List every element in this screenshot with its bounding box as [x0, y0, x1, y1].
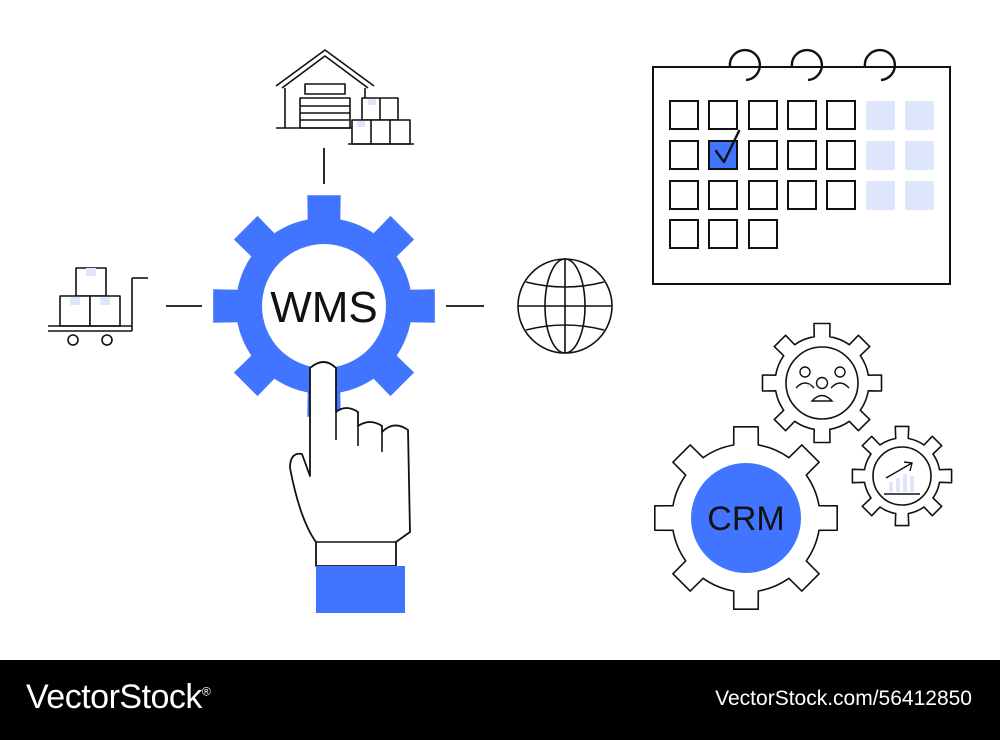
connector-lines — [166, 148, 484, 307]
calendar-day — [748, 180, 778, 210]
checkmark-icon — [714, 129, 741, 164]
calendar-day — [669, 219, 699, 249]
calendar-icon — [652, 48, 951, 285]
calendar-day — [787, 180, 817, 210]
calendar-weekend-cell — [866, 101, 895, 130]
growth-chart-icon — [884, 461, 920, 495]
calendar-day — [669, 100, 699, 130]
calendar-day — [669, 140, 699, 170]
sleeve-cuff — [316, 566, 405, 613]
calendar-day — [748, 100, 778, 130]
calendar-day — [787, 100, 817, 130]
watermark-footer: VectorStock® VectorStock.com/56412850 — [0, 660, 1000, 740]
calendar-day — [669, 180, 699, 210]
wms-crm-illustration: WMS — [48, 48, 953, 613]
calendar-day — [826, 100, 856, 130]
calendar-ring-icon — [728, 48, 762, 82]
brand-logo: VectorStock® — [26, 678, 211, 716]
growth-gear-icon — [851, 425, 953, 527]
globe-icon — [517, 258, 613, 354]
calendar-weekend-cell — [866, 181, 895, 210]
calendar-day — [708, 180, 738, 210]
calendar-day — [708, 100, 738, 130]
team-icon — [795, 366, 850, 402]
calendar-weekend-cell — [905, 141, 934, 170]
stock-id-text: VectorStock.com/56412850 — [715, 687, 972, 710]
wms-label: WMS — [270, 283, 378, 332]
calendar-weekend-cell — [866, 141, 895, 170]
team-gear-icon — [761, 322, 883, 444]
hand-truck-icon — [48, 267, 148, 346]
pointing-hand-icon — [289, 361, 411, 613]
calendar-day — [708, 219, 738, 249]
calendar-day — [826, 140, 856, 170]
calendar-ring-icon — [863, 48, 897, 82]
crm-label: CRM — [707, 500, 784, 538]
calendar-day — [748, 219, 778, 249]
wms-gear-icon: WMS — [213, 195, 435, 417]
crm-gear-icon: CRM — [654, 426, 838, 610]
calendar-day — [787, 140, 817, 170]
calendar-weekend-cell — [905, 101, 934, 130]
calendar-day — [826, 180, 856, 210]
calendar-weekend-cell — [905, 181, 934, 210]
warehouse-icon — [275, 49, 414, 145]
calendar-day — [748, 140, 778, 170]
calendar-ring-icon — [790, 48, 824, 82]
